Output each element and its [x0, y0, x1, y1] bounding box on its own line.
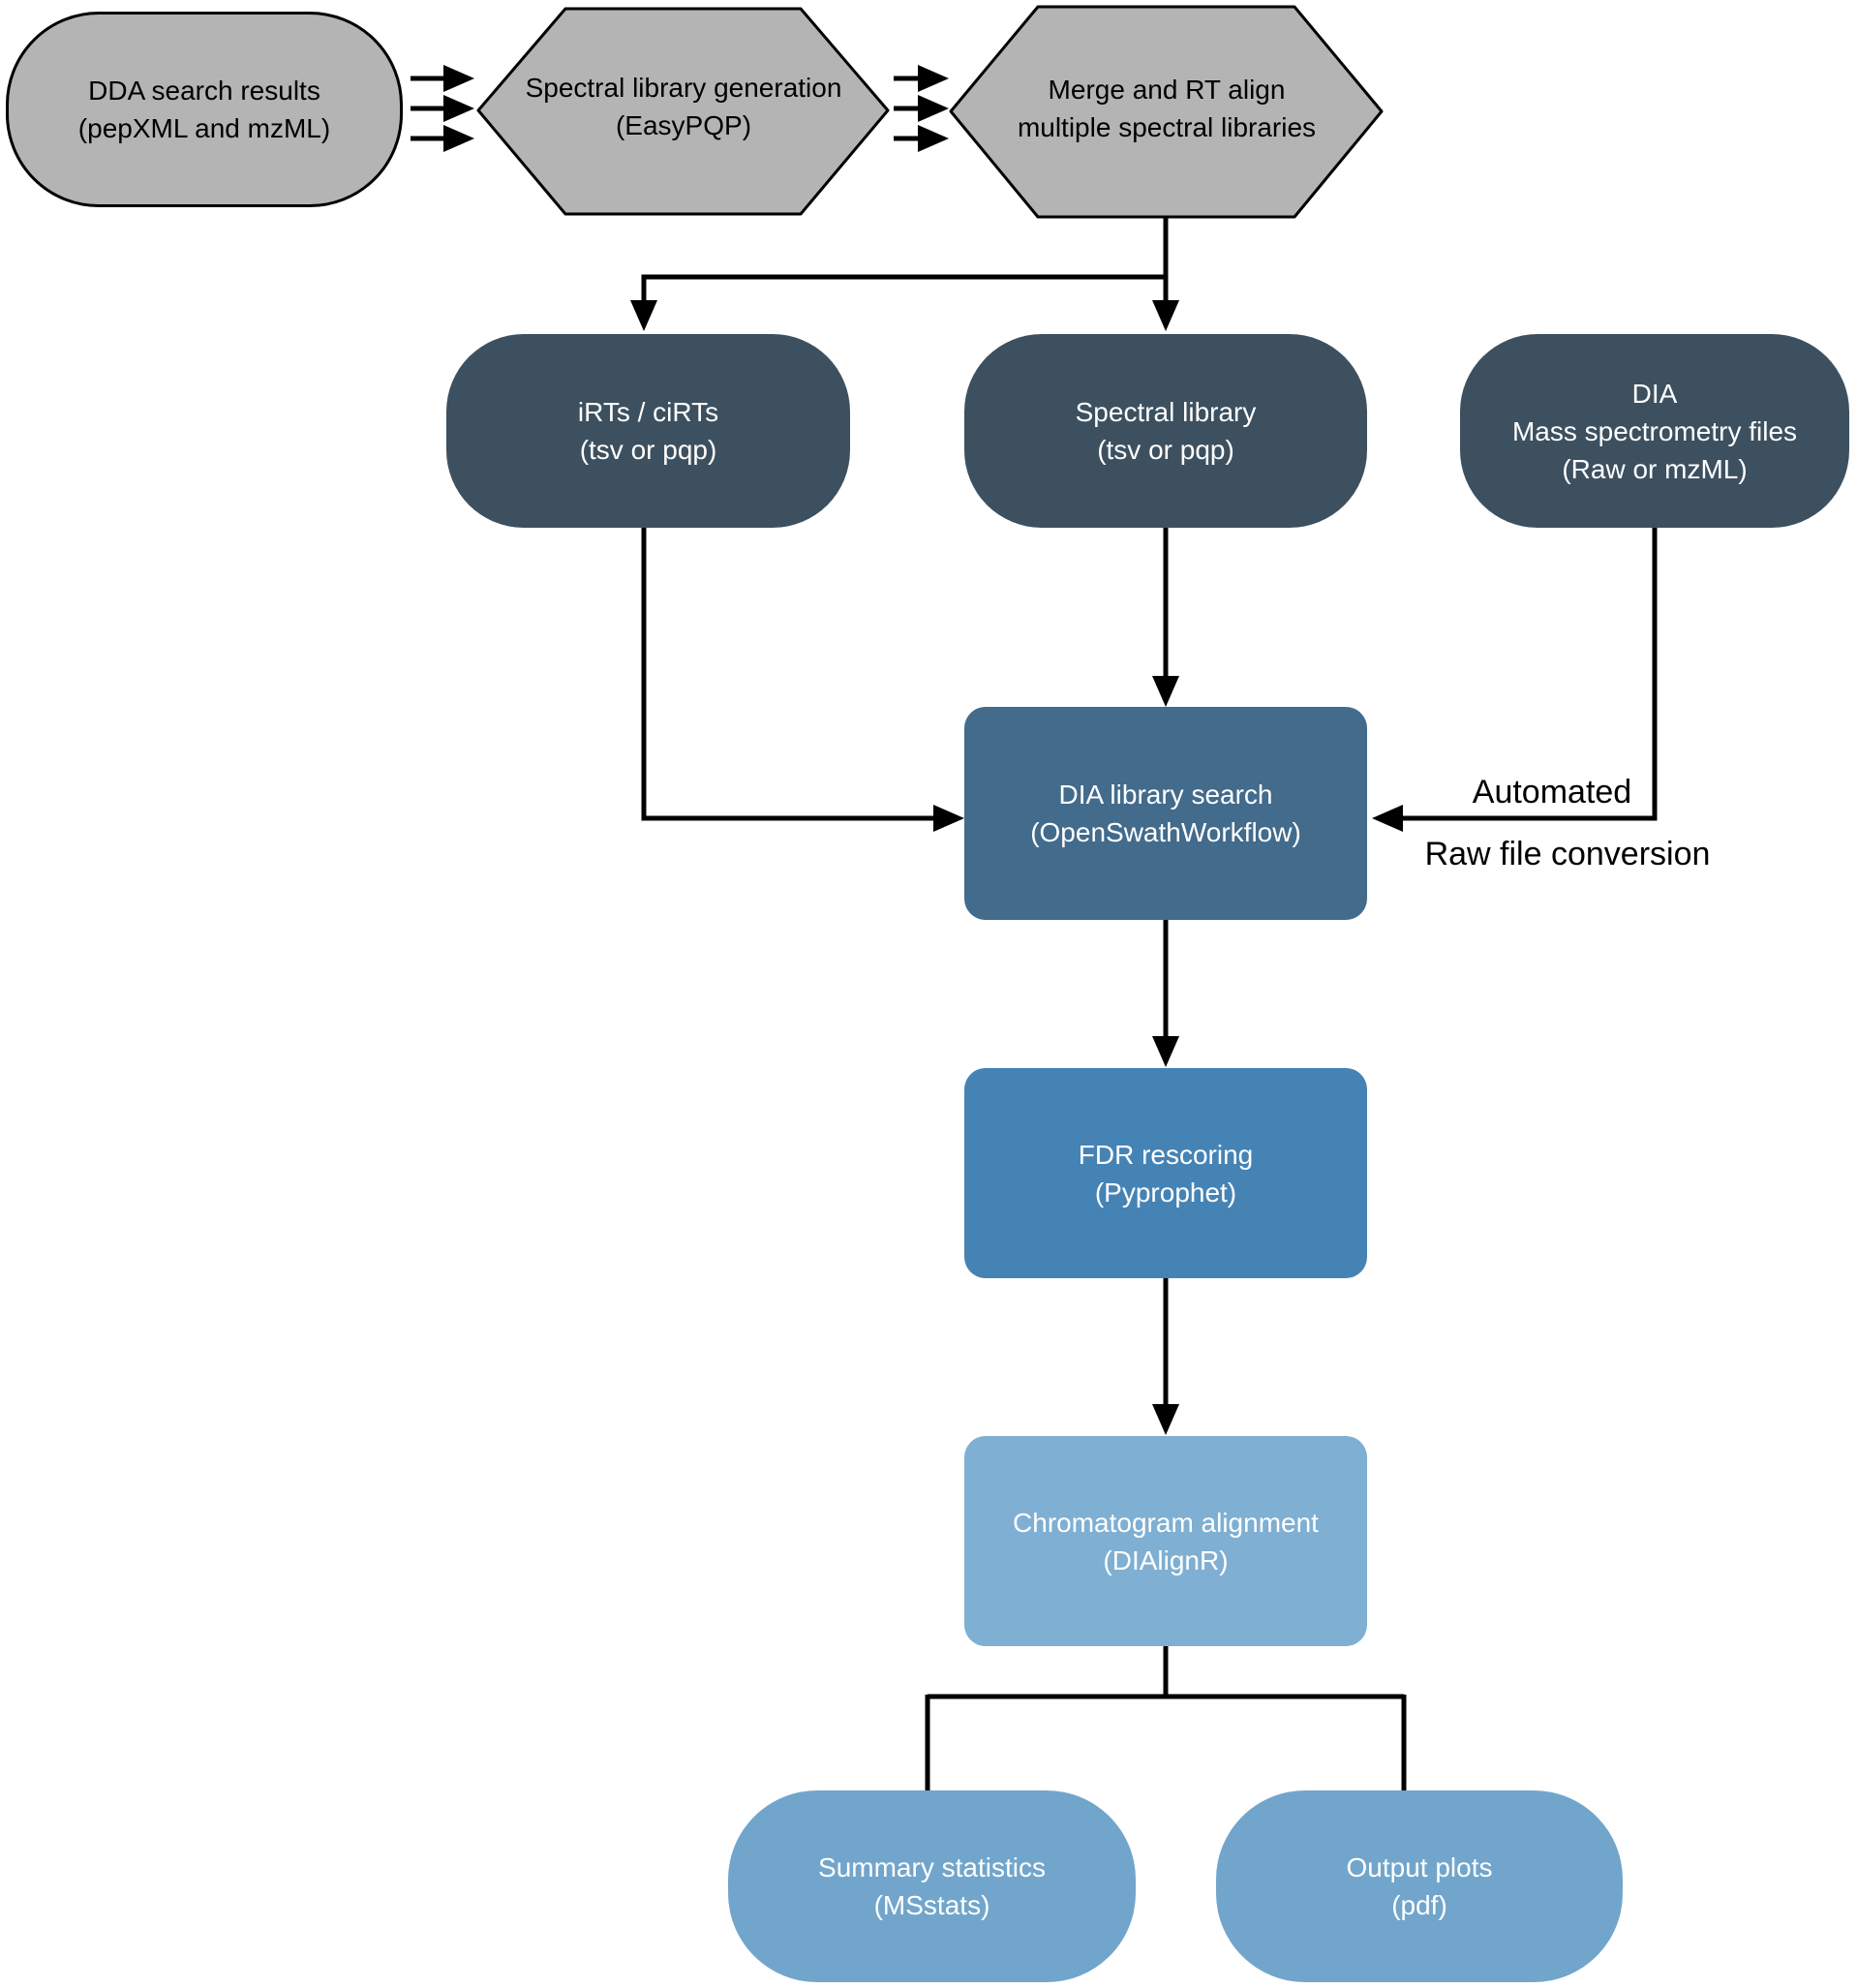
node-merge-rt-align: Merge and RT align multiple spectral lib…	[951, 31, 1383, 186]
node-chromatogram-alignment: Chromatogram alignment (DIAlignR)	[964, 1436, 1367, 1646]
label-raw-file-conversion: Raw file conversion	[1424, 836, 1711, 872]
connector-fdr-to-chromatogram	[1152, 1278, 1179, 1435]
node-label-line: (DIAlignR)	[1103, 1545, 1229, 1575]
node-label-line: DIA	[1631, 378, 1678, 409]
node-fdr-rescoring: FDR rescoring (Pyprophet)	[964, 1068, 1367, 1278]
connector-irts-to-dia-search	[641, 528, 964, 832]
hexagon-spectral-library-generation	[476, 7, 890, 216]
node-label-line: iRTs / ciRTs	[577, 397, 719, 427]
node-label-line: Spectral library generation	[525, 73, 842, 103]
node-label-line: (Pyprophet)	[1094, 1177, 1237, 1208]
node-label-line: Chromatogram alignment	[1013, 1507, 1319, 1538]
node-label-line: (pdf)	[1391, 1890, 1447, 1920]
node-irts: iRTs / ciRTs (tsv or pqp)	[446, 334, 850, 528]
node-label-line: DIA library search	[1058, 780, 1273, 810]
node-summary-statistics: Summary statistics (MSstats)	[728, 1790, 1136, 1982]
connector-chromatogram-to-outputs	[925, 1646, 1407, 1793]
node-dia-library-search: DIA library search (OpenSwathWorkflow)	[964, 707, 1367, 920]
node-label-line: FDR rescoring	[1078, 1139, 1254, 1170]
node-label-line: Spectral library	[1075, 397, 1257, 427]
connector-merge-to-irts	[630, 274, 1166, 331]
triple-arrow-libgen-to-merge	[894, 65, 949, 152]
node-label-line: (pepXML and mzML)	[77, 113, 331, 143]
node-dda-search-results: DDA search results (pepXML and mzML)	[6, 12, 403, 207]
hexagon-merge-rt-align	[949, 5, 1384, 219]
node-label-line: Mass spectrometry files	[1511, 415, 1798, 446]
label-automated: Automated	[1472, 774, 1632, 810]
triple-arrow-dda-to-libgen	[411, 65, 474, 152]
node-label-line: Merge and RT align	[1048, 75, 1286, 105]
node-spectral-library: Spectral library (tsv or pqp)	[964, 334, 1367, 528]
node-label-line: (Raw or mzML)	[1562, 453, 1748, 484]
node-label-line: DDA search results	[88, 76, 320, 106]
node-output-plots: Output plots (pdf)	[1216, 1790, 1623, 1982]
node-label-line: (OpenSwathWorkflow)	[1030, 817, 1301, 847]
connector-dia-files-to-dia-search	[1372, 528, 1658, 832]
node-label-line: Output plots	[1346, 1852, 1493, 1882]
connector-spectral-library-to-dia-search	[1152, 528, 1179, 707]
node-dia-mass-spectrometry-files: DIA Mass spectrometry files (Raw or mzML…	[1460, 334, 1849, 528]
node-label-line: (tsv or pqp)	[579, 435, 717, 465]
node-label-line: Summary statistics	[818, 1852, 1046, 1882]
node-spectral-library-generation: Spectral library generation (EasyPQP)	[478, 29, 889, 184]
connector-dia-search-to-fdr	[1152, 920, 1179, 1067]
node-label-line: (tsv or pqp)	[1097, 435, 1234, 465]
node-label-line: multiple spectral libraries	[1017, 112, 1317, 142]
connector-merge-to-spectral-library	[1152, 217, 1179, 331]
node-label-line: (EasyPQP)	[615, 110, 752, 140]
node-label-line: (MSstats)	[873, 1890, 990, 1920]
